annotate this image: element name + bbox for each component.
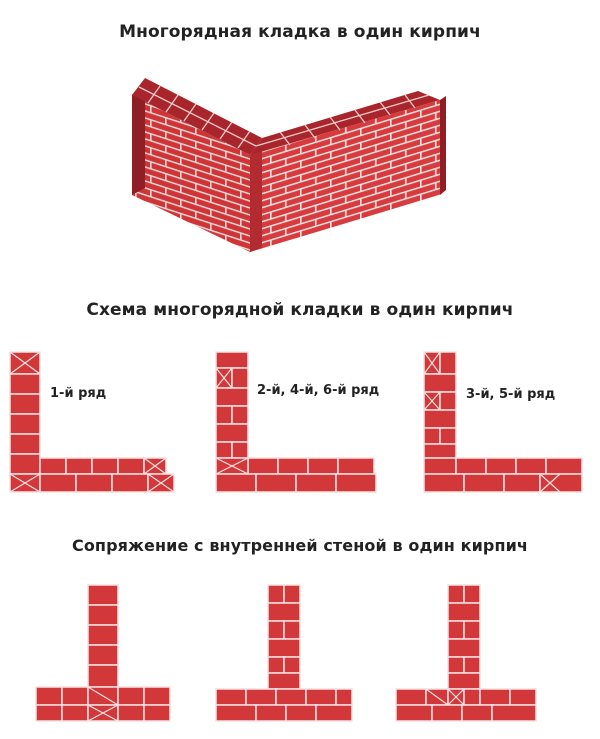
wall-left-face <box>132 95 250 252</box>
row-label-2: 2-й, 4-й, 6-й ряд <box>257 383 380 398</box>
wall-left-end <box>132 87 145 195</box>
junction-title: Сопряжение с внутренней стеной в один ки… <box>71 536 529 555</box>
wall-right-face <box>250 100 440 252</box>
row-label-3: 3-й, 5-й ряд <box>466 387 556 402</box>
row-label-1: 1-й ряд <box>50 386 107 401</box>
main-title: Многорядная кладка в один кирпич <box>119 22 481 42</box>
scheme-title: Схема многорядной кладки в один кирпич <box>86 300 514 320</box>
wall-right-top <box>250 91 440 155</box>
